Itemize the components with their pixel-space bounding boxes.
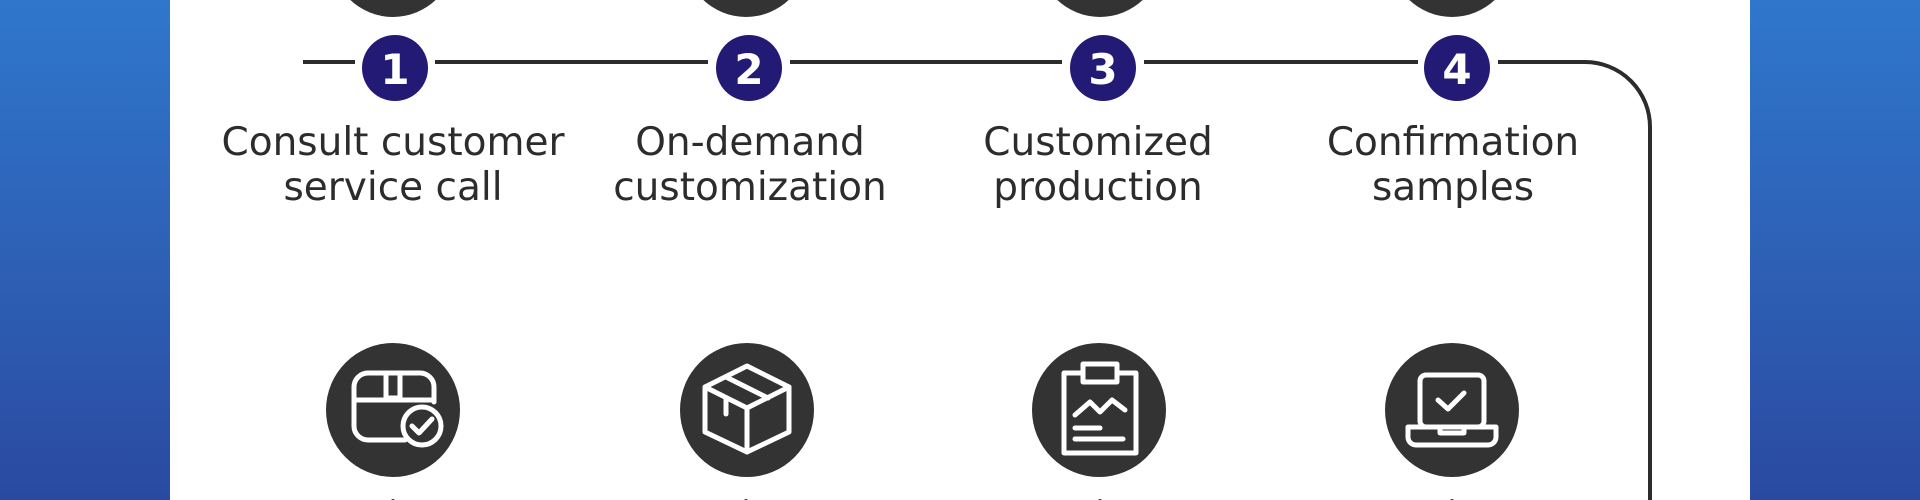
step-circle-3 xyxy=(1070,35,1136,101)
previous-row-circles xyxy=(350,0,1495,17)
step-label-3: Customized production xyxy=(983,120,1213,210)
connector-curve xyxy=(1498,60,1652,500)
laptop-check-icon xyxy=(1385,343,1519,477)
box-icon xyxy=(680,343,814,477)
step-circle-2 xyxy=(716,35,782,101)
step-label-1: Consult customer service call xyxy=(221,120,565,210)
previous-circle-2 xyxy=(703,0,789,17)
connector-line xyxy=(303,60,1652,500)
step-label-4: Confirmation samples xyxy=(1326,120,1580,210)
previous-circle-4 xyxy=(1409,0,1495,17)
previous-circle-3 xyxy=(1057,0,1143,17)
step-icons xyxy=(326,343,1519,477)
package-check-icon xyxy=(326,343,460,477)
step-number-circles: 1 2 3 4 xyxy=(362,35,1490,101)
step-number-1: 1 xyxy=(380,45,409,94)
step-number-4: 4 xyxy=(1442,45,1471,94)
step-circle-4 xyxy=(1424,35,1490,101)
previous-circle-1 xyxy=(350,0,436,17)
clipboard-chart-icon xyxy=(1032,343,1166,477)
step-number-2: 2 xyxy=(734,45,763,94)
step-circle-1 xyxy=(362,35,428,101)
step-label-2: On-demand customization xyxy=(613,120,887,210)
step-number-3: 3 xyxy=(1088,45,1117,94)
